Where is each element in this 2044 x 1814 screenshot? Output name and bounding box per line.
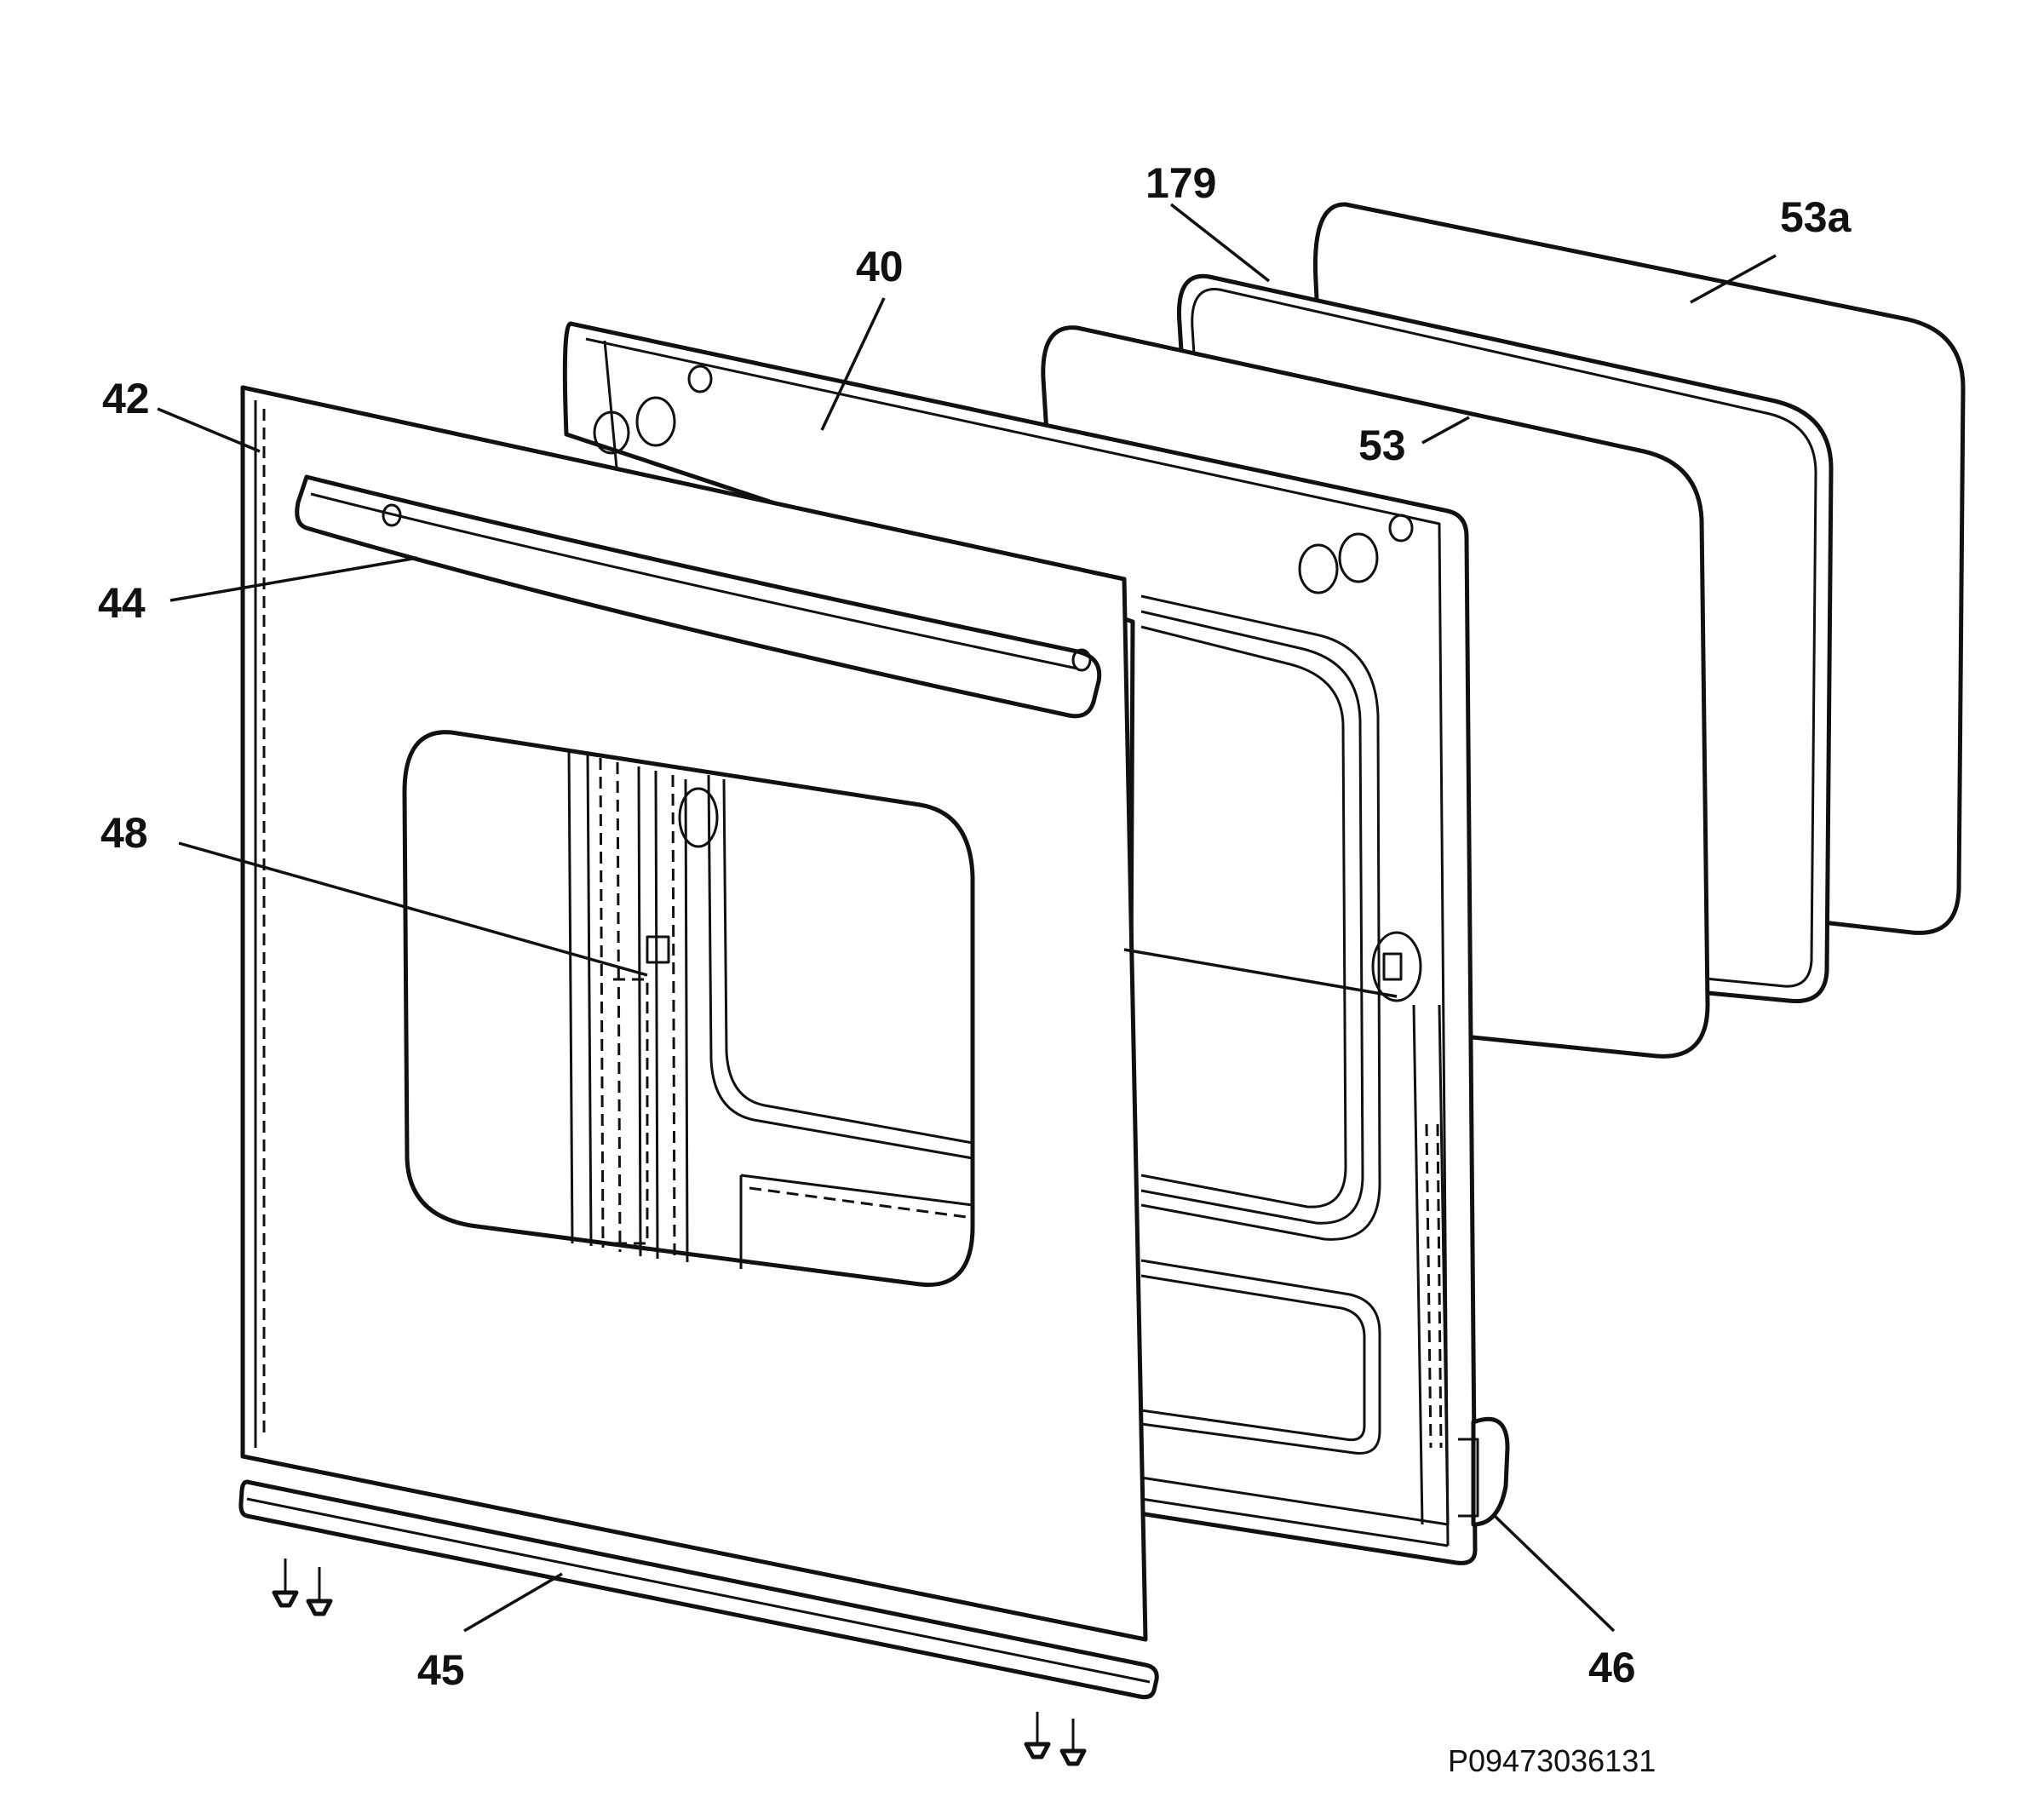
- callout-40: 40: [856, 243, 904, 290]
- inner-door-frame-40: [562, 321, 1478, 1565]
- part-code: P09473036131: [1448, 1743, 1656, 1778]
- screws-left: [272, 1559, 333, 1616]
- callout-46: 46: [1588, 1644, 1636, 1691]
- door-handle-44: [295, 474, 1102, 719]
- hinge-bracket-46: [1458, 1416, 1510, 1527]
- callout-179: 179: [1145, 159, 1216, 207]
- callout-53a: 53a: [1780, 193, 1852, 241]
- callout-44: 44: [98, 579, 146, 627]
- bottom-trim-45: [238, 1479, 1159, 1700]
- callout-48: 48: [100, 809, 148, 857]
- callout-53: 53: [1358, 422, 1406, 469]
- screws-right: [1024, 1712, 1087, 1766]
- callout-45: 45: [417, 1646, 465, 1694]
- callout-42: 42: [102, 375, 150, 422]
- door-window: [402, 730, 975, 1288]
- leader-lines: [157, 203, 1777, 1633]
